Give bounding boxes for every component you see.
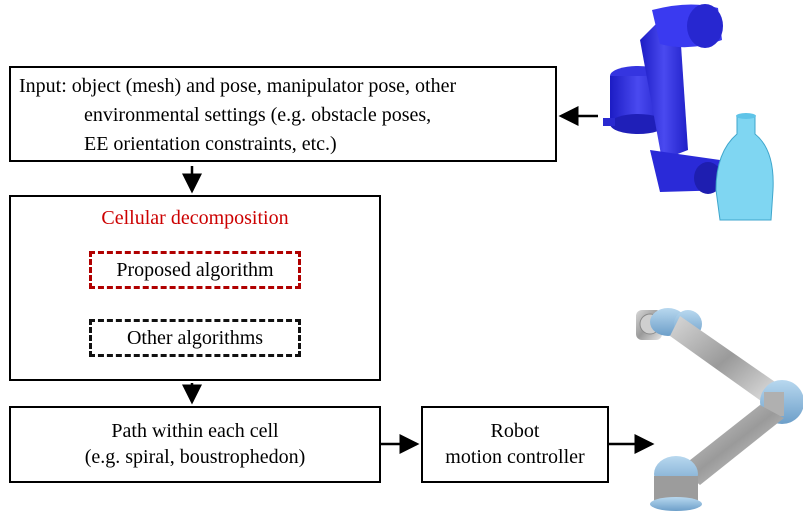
robot-arm-image [636,308,803,511]
input-box: Input: object (mesh) and pose, manipulat… [9,66,557,162]
decomposition-title: Cellular decomposition [101,207,289,229]
input-line-3: EE orientation constraints, etc.) [84,133,337,155]
robot-motion-controller-box: Robot motion controller [421,406,609,483]
other-algorithms-box: Other algorithms [89,319,301,357]
robot-line-2: motion controller [445,446,585,468]
manipulator-scene-image [603,4,774,221]
robot-line-1: Robot [490,420,540,442]
path-line-2: (e.g. spiral, boustrophedon) [84,446,306,468]
path-within-cell-box: Path within each cell (e.g. spiral, bous… [9,406,381,483]
proposed-algorithm-box: Proposed algorithm [89,251,301,289]
cellular-decomposition-box: Cellular decomposition Proposed algorith… [9,195,381,381]
path-line-1: Path within each cell [111,420,279,442]
input-line-1: Input: object (mesh) and pose, manipulat… [19,75,457,97]
input-line-2: environmental settings (e.g. obstacle po… [84,104,432,126]
